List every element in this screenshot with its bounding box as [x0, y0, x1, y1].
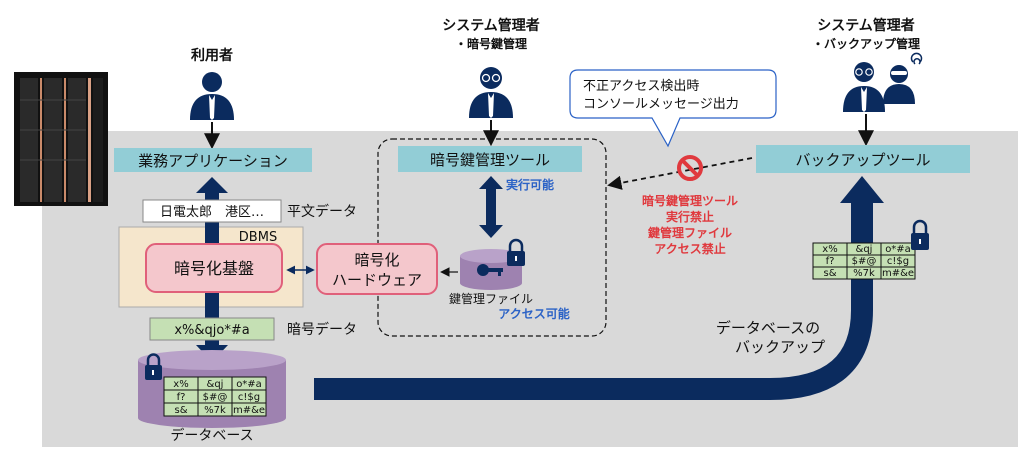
ciphertext-sample-box: x%&qjo*#a: [149, 317, 275, 341]
grid-cell-text: %7k: [204, 405, 226, 416]
svg-text:暗号化: 暗号化: [354, 251, 399, 269]
key-admin-title: システム管理者: [442, 17, 540, 34]
svg-text:x%&qjo*#a: x%&qjo*#a: [174, 323, 249, 338]
grid-cell-text: x%: [822, 244, 837, 255]
svg-text:ハードウェア: ハードウェア: [332, 271, 422, 289]
grid-cell-text: $#@: [203, 392, 228, 403]
grid-cell-text: c!$g: [238, 392, 260, 403]
grid-cell-text: &qj: [207, 379, 224, 390]
backup-admin-title: システム管理者: [817, 17, 915, 34]
grid-cell-text: f?: [177, 392, 186, 403]
database-cylinder: x% &qj o*#a f? $#@ c!$g s& %7k m#&e: [138, 350, 286, 428]
grid-cell-text: %7k: [853, 268, 875, 279]
prohibition-line-4: アクセス禁止: [654, 241, 725, 256]
grid-cell-text: f?: [826, 256, 835, 267]
user-actor: 利用者: [190, 47, 234, 120]
person-icon: [190, 72, 234, 120]
grid-cell-text: c!$g: [887, 256, 909, 267]
svg-text:業務アプリケーション: 業務アプリケーション: [138, 152, 288, 170]
backup-flow-arrow: [314, 200, 873, 400]
svg-text:コンソールメッセージ出力: コンソールメッセージ出力: [583, 97, 739, 112]
prohibition-text: 暗号鍵管理ツール 実行禁止 鍵管理ファイル アクセス禁止: [642, 193, 738, 256]
grid-cell-text: s&: [174, 405, 187, 416]
backup-flow-arrowhead: [840, 176, 884, 203]
ciphertext-label: 暗号データ: [287, 321, 357, 338]
svg-text:暗号化基盤: 暗号化基盤: [174, 259, 254, 278]
backup-tool-box: バックアップツール: [756, 145, 970, 173]
grid-cell-text: o*#a: [236, 379, 262, 390]
prohibition-line-2: 実行禁止: [666, 209, 714, 224]
backup-cipher-grid: x% &qj o*#a f? $#@ c!$g s& %7k m#&e: [812, 242, 916, 280]
svg-text:暗号鍵管理ツール: 暗号鍵管理ツール: [430, 151, 550, 169]
lock-icon: [507, 238, 525, 266]
key-management-area: [377, 138, 607, 337]
person-with-glasses-icon: [469, 67, 513, 118]
backup-admin-actor: システム管理者 ・バックアップ管理: [812, 17, 923, 112]
svg-text:DBMS: DBMS: [239, 230, 277, 245]
backup-label-line1: データベースの: [716, 319, 820, 337]
key-file-cylinder: [460, 238, 525, 290]
database-cipher-grid: x% &qj o*#a f? $#@ c!$g s& %7k m#&e: [163, 376, 267, 417]
crypto-base-box: 暗号化基盤: [145, 243, 283, 293]
key-tool-box: 暗号鍵管理ツール: [398, 146, 582, 172]
grid-cell-text: s&: [823, 268, 836, 279]
backup-admin-role: ・バックアップ管理: [812, 36, 920, 51]
grid-cell: [231, 402, 267, 417]
svg-text:バックアップツール: バックアップツール: [795, 151, 930, 169]
business-app-box: 業務アプリケーション: [114, 148, 312, 172]
prohibition-line-3: 鍵管理ファイル: [648, 225, 732, 240]
database-label: データベース: [170, 427, 253, 444]
key-icon: [477, 264, 503, 276]
grid-cell-text: m#&e: [233, 405, 265, 416]
key-admin-role: ・暗号鍵管理: [455, 36, 527, 51]
grid-cell-text: o*#a: [885, 244, 911, 255]
grid-cell-text: x%: [173, 379, 188, 390]
key-admin-actor: システム管理者 ・暗号鍵管理: [442, 17, 540, 118]
lock-icon: [145, 353, 162, 380]
key-file-label: 鍵管理ファイル: [449, 291, 533, 306]
server-rack-icon: [14, 72, 108, 206]
grid-cell: [880, 266, 916, 280]
alert-callout: 不正アクセス検出時 コンソールメッセージ出力: [569, 69, 777, 148]
crypto-hardware-box: 暗号化 ハードウェア: [316, 243, 438, 295]
grid-cell-text: $#@: [852, 256, 877, 267]
grid-cell-text: m#&e: [882, 268, 914, 279]
lock-icon: [911, 219, 929, 250]
two-admins-icon: [843, 52, 923, 112]
user-title: 利用者: [191, 47, 233, 64]
plaintext-label: 平文データ: [287, 203, 357, 220]
svg-text:不正アクセス検出時: 不正アクセス検出時: [583, 79, 699, 94]
plaintext-sample-box: 日電太郎 港区…: [142, 199, 282, 223]
accessible-label: アクセス可能: [498, 306, 569, 321]
executable-label: 実行可能: [506, 177, 554, 192]
backup-label-line2: バックアップ: [735, 338, 825, 356]
key-tool-keyfile-arrow: [479, 176, 503, 238]
grid-cell-text: &qj: [856, 244, 873, 255]
prohibition-line-1: 暗号鍵管理ツール: [642, 193, 738, 208]
svg-text:日電太郎 港区…: 日電太郎 港区…: [160, 205, 264, 220]
no-entry-icon: [677, 155, 703, 181]
